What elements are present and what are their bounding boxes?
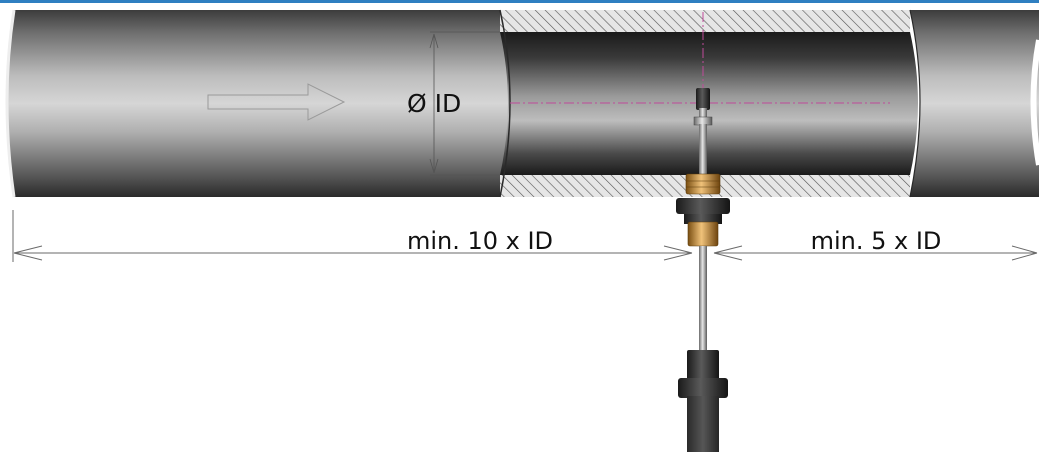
sensor-rod-lower [699,246,707,352]
flow-sensor [676,88,730,452]
compression-nut [676,198,730,214]
inner-diameter-dimension [429,31,500,176]
downstream-length-label: min. 5 x ID [811,227,942,255]
sensor-housing [687,350,719,380]
downstream-dimension [713,245,1038,261]
diameter-label: Ø ID [407,89,461,118]
flow-arrow-icon [207,83,346,121]
sensor-rod-upper [699,124,707,174]
upstream-length-label: min. 10 x ID [407,227,553,255]
brass-fitting-upper [685,173,721,195]
pipe-upstream [5,9,510,198]
upstream-dimension [12,210,693,262]
pipe-downstream [909,9,1039,198]
pipe-wall-top-hatch [500,10,910,32]
sensor-tip [696,88,710,110]
brass-fitting-lower [687,221,719,247]
housing-nut [678,378,728,398]
top-border [0,0,1039,3]
sensor-cable [687,396,719,452]
